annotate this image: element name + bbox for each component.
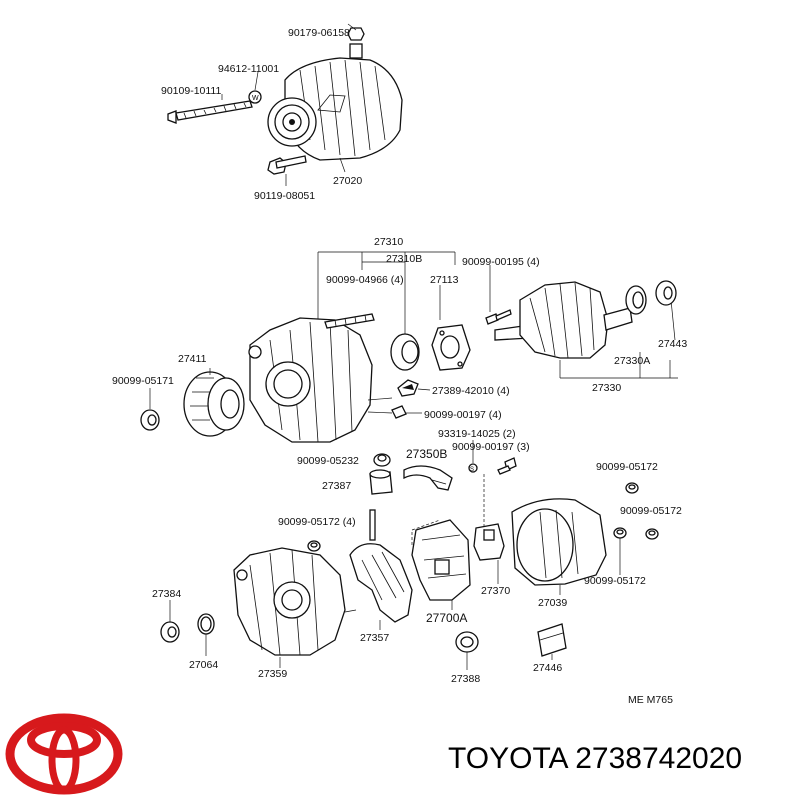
label-27389-42010: 27389-42010 (4) bbox=[432, 385, 510, 397]
label-27357: 27357 bbox=[360, 632, 389, 644]
label-27113: 27113 bbox=[430, 274, 459, 286]
nut-90099-05171-drawing bbox=[140, 388, 160, 431]
nut-90099-05172-c-drawing bbox=[645, 528, 659, 540]
label-90109-10111: 90109-10111 bbox=[161, 85, 221, 97]
rear-end-frame-27359-drawing bbox=[233, 547, 357, 668]
label-90099-05172-c: 90099-05172 bbox=[620, 505, 682, 517]
label-90099-05232: 90099-05232 bbox=[297, 455, 359, 467]
label-27446: 27446 bbox=[533, 662, 562, 674]
svg-text:S: S bbox=[470, 467, 474, 473]
ring-27064-drawing bbox=[197, 613, 215, 656]
label-90099-00197-a: 90099-00197 (4) bbox=[424, 409, 502, 421]
label-90099-05172-a: 90099-05172 bbox=[596, 461, 658, 473]
label-27064: 27064 bbox=[189, 659, 218, 671]
label-27411: 27411 bbox=[178, 353, 207, 365]
nut-90099-05232-drawing bbox=[373, 453, 391, 467]
label-90099-00195: 90099-00195 (4) bbox=[462, 256, 540, 268]
label-27039: 27039 bbox=[538, 597, 567, 609]
label-90099-05171: 90099-05171 bbox=[112, 375, 174, 387]
label-90119-08051: 90119-08051 bbox=[254, 190, 315, 202]
label-90099-00197-b: 90099-00197 (3) bbox=[452, 441, 530, 453]
bearing-27388-drawing bbox=[455, 631, 479, 670]
label-94612-11001: 94612-11001 bbox=[218, 63, 279, 75]
regulator-dash-line bbox=[411, 519, 441, 545]
label-27350B: 27350B bbox=[406, 447, 447, 461]
brush-holder-27370-drawing bbox=[473, 523, 505, 584]
brand-part-number: TOYOTA 2738742020 bbox=[448, 742, 743, 775]
toyota-logo-icon bbox=[5, 713, 123, 795]
retainer-plate-27113-drawing bbox=[431, 324, 471, 371]
nut-90099-05172-d-drawing bbox=[613, 527, 627, 575]
nut-90099-05172-a-drawing bbox=[625, 482, 639, 494]
label-90099-05172-b: 90099-05172 (4) bbox=[278, 516, 356, 528]
bracket-leaders bbox=[317, 251, 678, 379]
seal-27384-drawing bbox=[160, 600, 180, 643]
label-diagram-code: ME M765 bbox=[628, 694, 673, 706]
label-93319-14025: 93319-14025 (2) bbox=[438, 428, 516, 440]
rotor-27330-drawing bbox=[494, 280, 677, 359]
label-27359: 27359 bbox=[258, 668, 287, 680]
rectifier-27357-drawing bbox=[349, 509, 413, 630]
svg-text:W: W bbox=[252, 95, 259, 102]
screw-90099-00197a-drawing bbox=[391, 405, 422, 419]
label-27388: 27388 bbox=[451, 673, 480, 685]
insulator-27389-drawing bbox=[397, 379, 431, 397]
label-27310: 27310 bbox=[374, 236, 403, 248]
label-27310B: 27310B bbox=[386, 253, 422, 265]
label-90179-06158: 90179-06158 bbox=[288, 27, 350, 39]
washer-93319-drawing: S bbox=[468, 440, 478, 473]
rear-cover-27039-drawing bbox=[511, 498, 607, 595]
cover-27446-drawing bbox=[537, 623, 567, 660]
screw-90099-00197b-drawing bbox=[497, 457, 517, 475]
label-27020: 27020 bbox=[333, 175, 362, 187]
label-27387: 27387 bbox=[322, 480, 351, 492]
label-27700A: 27700A bbox=[426, 611, 467, 625]
drive-end-frame-drawing bbox=[248, 313, 393, 443]
nut-90099-05172-b-drawing bbox=[307, 540, 321, 552]
label-27384: 27384 bbox=[152, 588, 181, 600]
regulator-27700A-drawing bbox=[411, 519, 471, 610]
wire-27350B-drawing bbox=[403, 465, 453, 491]
bush-27387-drawing bbox=[369, 469, 393, 495]
label-27370: 27370 bbox=[481, 585, 510, 597]
pulley-27411-drawing bbox=[183, 368, 245, 437]
screw-90099-00195-drawing bbox=[485, 309, 512, 325]
alternator-assembly-drawing: W bbox=[167, 23, 403, 186]
bearing-27310B-drawing bbox=[390, 290, 420, 371]
label-90099-05172-d: 90099-05172 bbox=[584, 575, 646, 587]
label-27330A: 27330A bbox=[614, 355, 650, 367]
label-27443: 27443 bbox=[658, 338, 687, 350]
label-27330: 27330 bbox=[592, 382, 621, 394]
label-90099-04966: 90099-04966 (4) bbox=[326, 274, 404, 286]
